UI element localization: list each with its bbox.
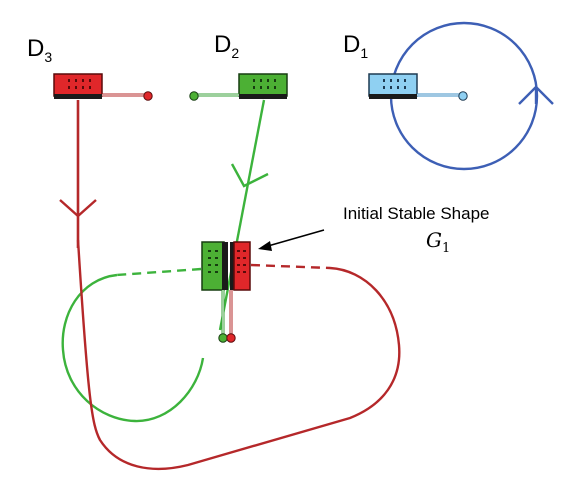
red-loop-dashed: [250, 263, 331, 270]
annotation-pointer: [267, 229, 325, 247]
d3-descent-arrow-icon: [59, 199, 97, 218]
green-loop-solid: [61, 273, 205, 423]
d1-drone: [368, 73, 468, 101]
stable-shape: [201, 241, 251, 343]
d3-label: D3: [27, 35, 52, 65]
annotation-text: Initial Stable Shape: [343, 204, 490, 223]
annotation-symbol: G1: [426, 228, 450, 256]
green-loop-dashed: [116, 267, 202, 277]
red-loop-solid: [76, 239, 401, 471]
annotation-pointer-arrowhead-icon: [258, 241, 272, 251]
d1-label: D1: [343, 31, 368, 61]
d3-drone: [53, 73, 153, 101]
d2-label: D2: [214, 31, 239, 61]
d2-drone: [189, 73, 288, 101]
d2-descent-arrow-icon: [230, 163, 269, 188]
d2-descent-path: [218, 99, 266, 331]
